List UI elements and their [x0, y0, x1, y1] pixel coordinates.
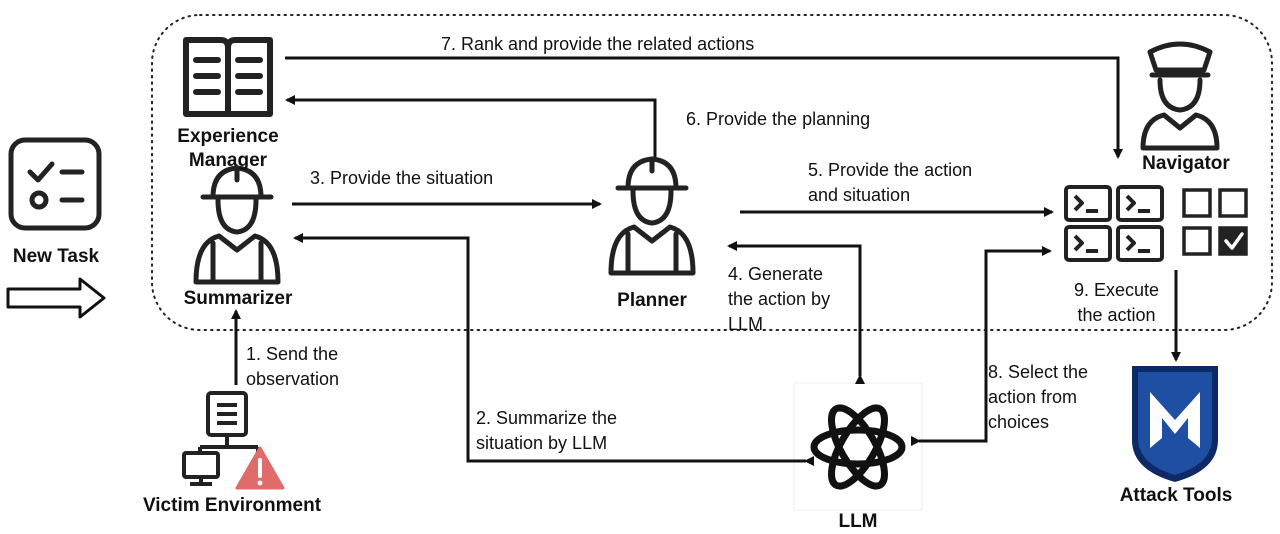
step-label-8: 8. Select the action from choices [988, 362, 1089, 432]
arrow-step-4 [727, 241, 865, 384]
step-label-1: 1. Send the observation [246, 344, 340, 389]
worker-icon [193, 165, 281, 285]
terminal-grid-icon [1064, 185, 1164, 262]
arrow-step-6 [285, 95, 657, 157]
node-label-navigator: Navigator [1142, 153, 1230, 174]
network-warning-icon [182, 391, 285, 490]
arrow-step-2 [293, 233, 814, 466]
node-label-llm: LLM [838, 511, 878, 532]
node-label-summarizer: Summarizer [183, 288, 293, 309]
step-label-7: 7. Rank and provide the related actions [441, 34, 755, 54]
metasploit-shield-icon [1132, 366, 1218, 482]
node-label-new-task: New Task [12, 246, 100, 267]
checkbox-grid-icon [1182, 188, 1248, 256]
officer-icon [1140, 41, 1220, 151]
diagram-canvas [6, 14, 1273, 511]
step-label-2: 2. Summarize the situation by LLM [476, 408, 618, 453]
step-label-3: 3. Provide the situation [310, 168, 494, 188]
checklist-icon [8, 137, 102, 231]
node-label-planner: Planner [617, 290, 687, 311]
step-label-9: 9. Execute the action [1074, 280, 1160, 325]
openai-logo-icon [793, 382, 923, 511]
node-label-experience-manager: Experience Manager [177, 126, 279, 171]
hollow-arrow-icon [6, 277, 106, 319]
step-label-5: 5. Provide the action and situation [808, 160, 973, 205]
node-label-attack-tools: Attack Tools [1119, 485, 1233, 506]
book-icon [183, 37, 273, 117]
arrow-step-8 [911, 246, 1052, 446]
worker-icon [608, 156, 696, 276]
node-label-victim-environment: Victim Environment [142, 495, 322, 516]
arrow-step-7 [285, 56, 1123, 159]
step-label-6: 6. Provide the planning [686, 109, 871, 129]
step-label-4: 4. Generate the action by LLM [728, 264, 831, 334]
